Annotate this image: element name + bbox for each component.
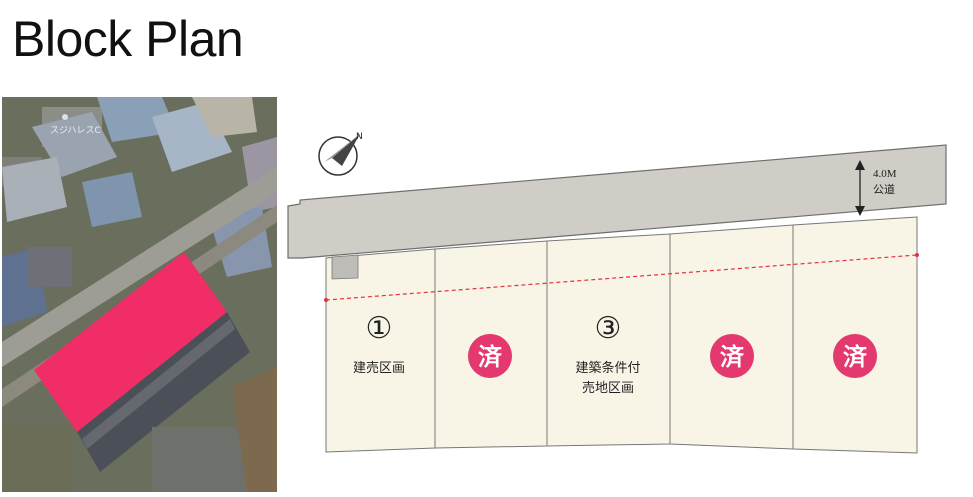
building: [2, 157, 67, 222]
building: [192, 97, 257, 137]
lot-1[interactable]: [325, 248, 436, 453]
building: [77, 312, 250, 472]
road-width-label: 4.0M: [873, 168, 897, 180]
map-place-label: スジハレスC: [50, 126, 101, 136]
lot-4-sold-badge: 済: [710, 334, 754, 378]
site-highlight: [34, 252, 227, 432]
block-plan: N 4.0M 公道: [280, 120, 973, 492]
north-compass-icon: N: [318, 132, 363, 176]
road: [2, 167, 277, 367]
lots: [325, 216, 918, 454]
road-width-arrow: [855, 160, 865, 216]
lot-5-sold-badge: 済: [833, 334, 877, 378]
setback-line: [325, 254, 918, 301]
aerial-photo: スジハレスC: [2, 97, 277, 492]
lot-5-badge-text: 済: [843, 343, 868, 371]
lot-4-badge-text: 済: [720, 343, 745, 371]
page-title: Block Plan: [12, 11, 244, 67]
road-type-label: 公道: [873, 182, 895, 196]
lot-3-label-line2: 売地区画: [582, 380, 634, 395]
north-label: N: [356, 132, 363, 142]
lot-3-number: ③: [595, 312, 622, 345]
lot-2-sold-badge: 済: [468, 334, 512, 378]
lot-1-label: 建売区画: [353, 360, 405, 375]
public-road: [287, 144, 947, 259]
lot-3-label-line1: 建築条件付: [575, 360, 640, 375]
lot-2-badge-text: 済: [478, 343, 503, 371]
lot-1-number: ①: [366, 312, 393, 345]
corner-block: [331, 254, 359, 280]
building: [82, 172, 142, 227]
